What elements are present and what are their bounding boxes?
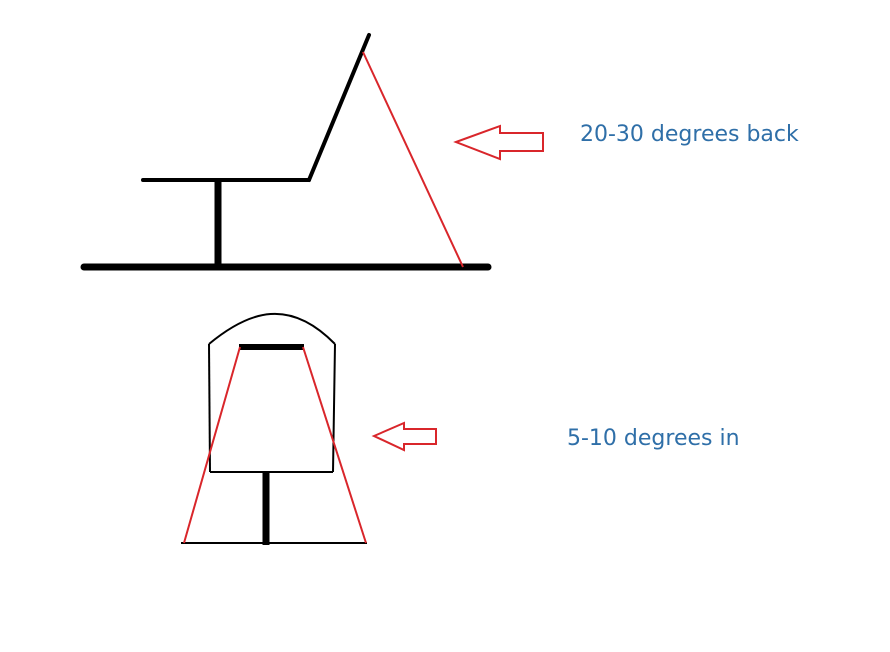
back-angle-guide [362, 51, 464, 268]
back-angle-label: 20-30 degrees back [580, 122, 799, 147]
left-in-angle-guide [183, 346, 241, 544]
front-view-chair [181, 312, 367, 545]
arrow-in-icon [371, 421, 437, 452]
front-top-curve [208, 312, 336, 345]
backrest-line [307, 33, 371, 182]
right-in-angle-guide [302, 346, 367, 544]
in-angle-label: 5-10 degrees in [567, 426, 740, 451]
arrow-back-icon [453, 124, 544, 161]
side-view-chair [80, 33, 492, 271]
front-right-side [332, 343, 336, 473]
